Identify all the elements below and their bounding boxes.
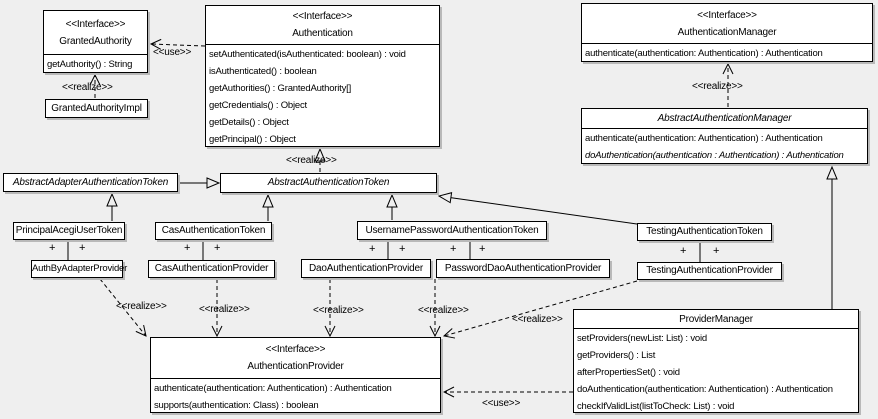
edge-generalization-testingtoken[interactable] (439, 196, 638, 225)
class-granted-authority[interactable]: <<Interface>> GrantedAuthority getAuthor… (43, 10, 148, 73)
stereotype-label: <<Interface>> (292, 11, 353, 22)
method: getCredentials() : Object (209, 100, 307, 111)
method: getAuthority() : String (47, 59, 133, 70)
class-dao-authentication-provider[interactable]: DaoAuthenticationProvider (301, 259, 431, 278)
class-name: UsernamePasswordAuthenticationToken (365, 224, 539, 236)
stereotype-label: <<Interface>> (65, 18, 126, 30)
class-cas-authentication-token[interactable]: CasAuthenticationToken (155, 222, 272, 240)
method: getAuthorities() : GrantedAuthority[] (209, 83, 352, 94)
method: getDetails() : Object (209, 117, 289, 128)
class-testing-authentication-token[interactable]: TestingAuthenticationToken (637, 223, 772, 241)
multiplicity-label: + (184, 242, 191, 254)
class-authentication-provider[interactable]: <<Interface>> AuthenticationProvider aut… (150, 337, 441, 413)
multiplicity-label: + (479, 243, 486, 255)
class-name: PrincipalAcegiUserToken (15, 225, 123, 236)
class-name: DaoAuthenticationProvider (309, 262, 423, 274)
realize-label: <<realize>> (62, 82, 113, 93)
realize-label: <<realize>> (692, 81, 743, 92)
class-name: AbstractAdapterAuthenticationToken (12, 176, 169, 188)
method: doAuthentication(authentication : Authen… (585, 150, 844, 161)
class-name: CasAuthenticationProvider (154, 263, 269, 274)
class-name: AbstractAuthenticationManager (657, 113, 792, 124)
method: authenticate(authentication: Authenticat… (585, 48, 823, 59)
class-name: GrantedAuthority (59, 35, 132, 47)
class-name: AuthenticationManager (677, 26, 777, 38)
realize-label: <<realize>> (286, 155, 337, 166)
class-name: AbstractAuthenticationToken (267, 177, 390, 188)
class-testing-authentication-provider[interactable]: TestingAuthenticationProvider (637, 262, 782, 280)
class-name: ProviderManager (679, 313, 753, 325)
class-username-password-authentication-token[interactable]: UsernamePasswordAuthenticationToken (357, 221, 547, 240)
class-authentication-manager[interactable]: <<Interface>> AuthenticationManager auth… (581, 3, 873, 62)
class-granted-authority-impl[interactable]: GrantedAuthorityImpl (45, 99, 148, 118)
method: checkIfValidList(listToCheck: List) : vo… (577, 401, 735, 412)
class-name: AuthByAdapterProvider (32, 263, 128, 274)
realize-label: <<realize>> (116, 301, 167, 312)
class-provider-manager[interactable]: ProviderManager setProviders(newList: Li… (573, 309, 859, 413)
edge-realize-authbyadapterprovider[interactable] (99, 278, 146, 336)
class-name: TestingAuthenticationProvider (646, 265, 773, 276)
use-label: <<use>> (482, 398, 521, 409)
multiplicity-label: + (713, 245, 720, 257)
method: getPrincipal() : Object (209, 134, 296, 145)
class-name: CasAuthenticationToken (161, 225, 266, 236)
class-abstract-authentication-token[interactable]: AbstractAuthenticationToken (220, 173, 437, 193)
method: setAuthenticated(isAuthenticated: boolea… (209, 49, 406, 60)
class-name: PasswordDaoAuthenticationProvider (444, 262, 602, 274)
multiplicity-label: + (214, 242, 221, 254)
class-abstract-authentication-manager[interactable]: AbstractAuthenticationManager authentica… (581, 108, 868, 164)
edge-realize-testingprovider[interactable] (444, 280, 638, 336)
method: doAuthentication(authentication: Authent… (577, 384, 833, 395)
method: isAuthenticated() : boolean (209, 66, 317, 77)
method: supports(authentication: Class) : boolea… (154, 400, 319, 411)
use-label: <<use>> (153, 47, 192, 58)
method: getProviders() : List (577, 350, 656, 361)
method: afterPropertiesSet() : void (577, 367, 680, 378)
multiplicity-label: + (49, 242, 56, 254)
realize-label: <<realize>> (512, 314, 563, 325)
multiplicity-label: + (399, 243, 406, 255)
realize-label: <<realize>> (418, 305, 469, 316)
stereotype-label: <<Interface>> (697, 9, 757, 21)
multiplicity-label: + (79, 242, 86, 254)
class-cas-authentication-provider[interactable]: CasAuthenticationProvider (148, 260, 275, 278)
realize-label: <<realize>> (313, 305, 364, 316)
class-name: Authentication (292, 28, 353, 39)
multiplicity-label: + (680, 245, 687, 257)
class-auth-by-adapter-provider[interactable]: AuthByAdapterProvider (31, 260, 128, 278)
class-name: AuthenticationProvider (247, 361, 344, 372)
multiplicity-label: + (450, 243, 457, 255)
method: authenticate(authentication: Authenticat… (585, 133, 823, 144)
stereotype-label: <<Interface>> (265, 344, 326, 355)
class-password-dao-authentication-provider[interactable]: PasswordDaoAuthenticationProvider (436, 259, 610, 278)
realize-label: <<realize>> (199, 304, 250, 315)
multiplicity-label: + (369, 243, 376, 255)
class-authentication[interactable]: <<Interface>> Authentication setAuthenti… (205, 5, 440, 147)
class-name: GrantedAuthorityImpl (51, 102, 142, 114)
edge-use-authentication-grantedauthority[interactable] (151, 44, 206, 46)
class-abstract-adapter-authentication-token[interactable]: AbstractAdapterAuthenticationToken (3, 173, 178, 192)
method: setProviders(newList: List) : void (577, 333, 707, 344)
method: authenticate(authentication: Authenticat… (154, 383, 392, 394)
class-principal-acegi-user-token[interactable]: PrincipalAcegiUserToken (13, 222, 125, 240)
class-name: TestingAuthenticationToken (646, 226, 763, 237)
